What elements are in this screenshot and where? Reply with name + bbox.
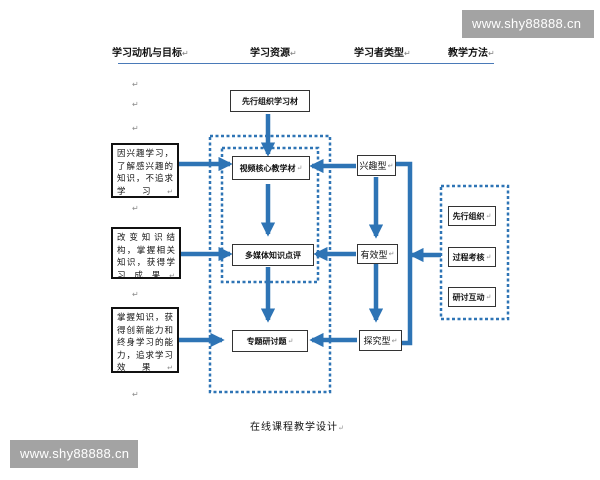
header-rule bbox=[118, 63, 494, 64]
watermark-bottom: www.shy88888.cn bbox=[10, 440, 138, 468]
motivation-structure: 改变知识结构，掌握相关知识，获得学习成果↵ bbox=[111, 227, 181, 281]
method-process-assessment: 过程考核↵ bbox=[448, 247, 496, 267]
diagram-caption: 在线课程教学设计↵ bbox=[250, 422, 345, 433]
motivation-interest: 因兴趣学习，了解感兴趣的知识，不追求学习↵ bbox=[111, 143, 179, 198]
resource-topic-discussion: 专题研讨题↵ bbox=[232, 330, 308, 352]
resource-multimedia: 多媒体知识点评 bbox=[232, 244, 314, 266]
learner-type-inquiry: 探究型↵ bbox=[359, 330, 402, 351]
methods-dashed-frame bbox=[439, 184, 510, 321]
method-bracket bbox=[396, 161, 413, 346]
motivation-effect: 掌握知识，获得创新能力和终身学习的能力，追求学习效果↵ bbox=[111, 307, 179, 373]
resource-advance-organizer: 先行组织学习材 bbox=[230, 90, 310, 112]
method-discussion: 研讨互动↵ bbox=[448, 287, 496, 307]
resources-dashed-frame bbox=[208, 134, 332, 394]
para-mark: ↵ bbox=[132, 80, 139, 89]
para-mark: ↵ bbox=[132, 390, 139, 399]
header-methods: 教学方法↵ bbox=[448, 48, 495, 59]
method-advance-organizer: 先行组织↵ bbox=[448, 206, 496, 226]
para-mark: ↵ bbox=[132, 124, 139, 133]
para-mark: ↵ bbox=[132, 100, 139, 109]
learner-type-effective: 有效型↵ bbox=[357, 244, 398, 264]
header-resources: 学习资源↵ bbox=[250, 48, 297, 59]
watermark-top: www.shy88888.cn bbox=[462, 10, 594, 38]
resource-video-core: 视频核心教学材↵ bbox=[232, 156, 310, 180]
para-mark: ↵ bbox=[132, 290, 139, 299]
header-motivation: 学习动机与目标↵ bbox=[112, 48, 189, 59]
para-mark: ↵ bbox=[132, 204, 139, 213]
learner-type-interest: 兴趣型↵ bbox=[357, 155, 396, 176]
header-learner-type: 学习者类型↵ bbox=[354, 48, 411, 59]
